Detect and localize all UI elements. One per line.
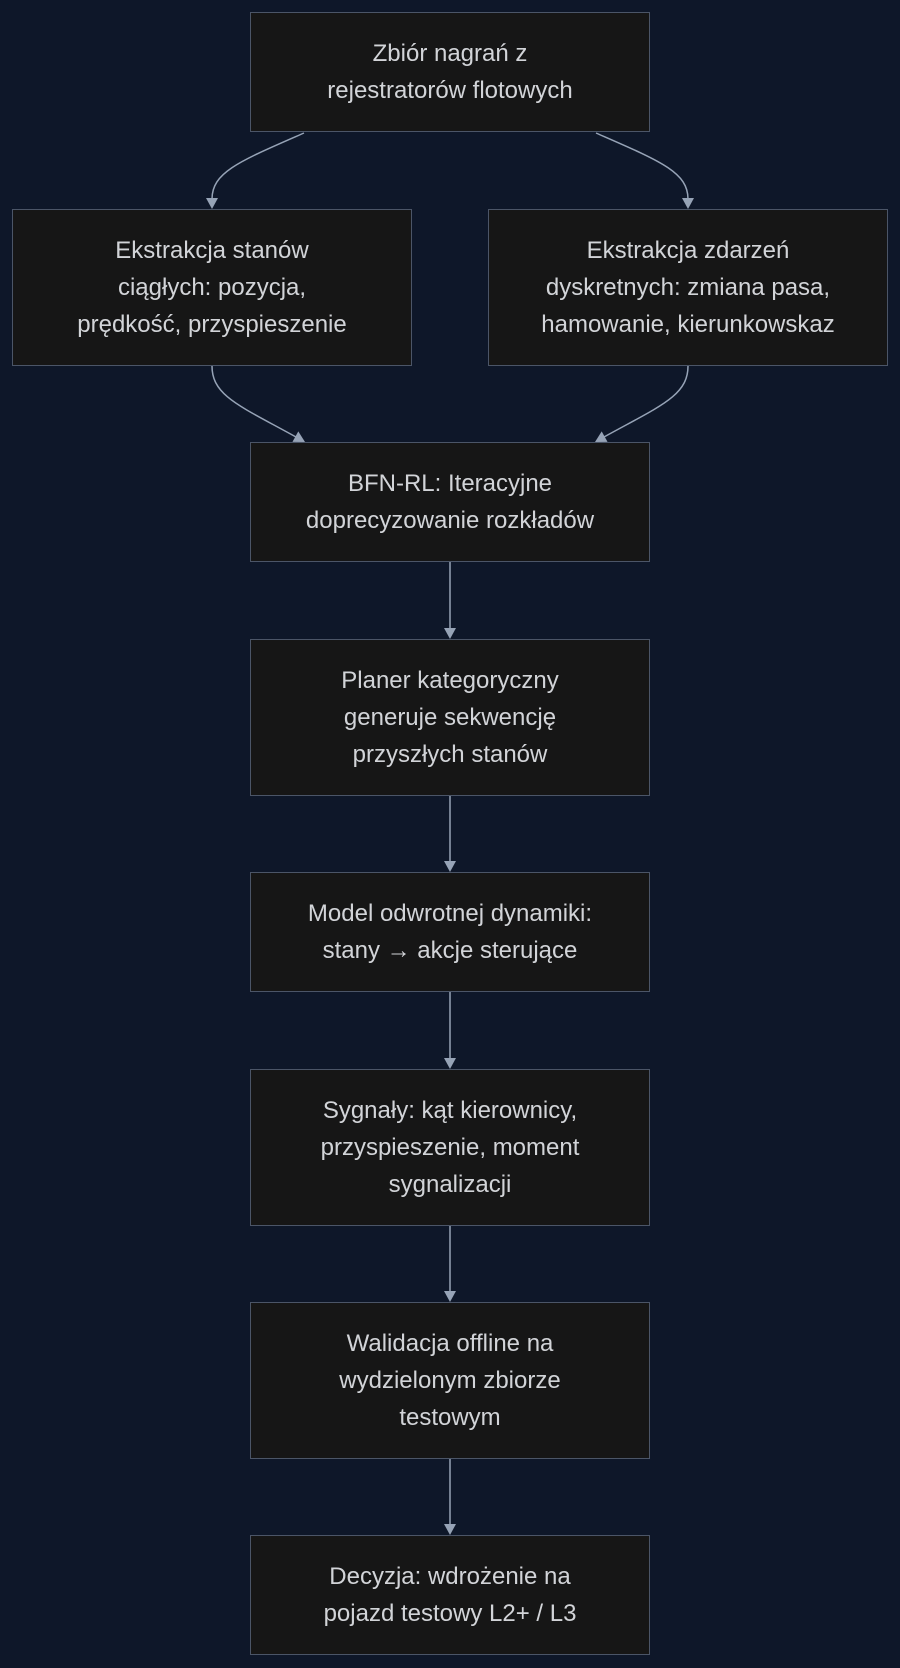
node-continuous-extraction-line-3: prędkość, przyspieszenie [77,311,347,338]
arrowhead-signals-to-validation [444,1291,456,1302]
node-inverse-dynamics: Model odwrotnej dynamiki: stany → akcje … [250,872,650,992]
arrowhead-source-to-continuous [206,198,218,209]
edge-continuous-to-bfn [211,365,297,438]
node-fleet-recordings-line-2: rejestratorów flotowych [327,77,573,104]
edge-source-to-continuous [211,132,305,200]
arrowhead-source-to-discrete [682,198,694,209]
node-categorical-planner-line-2: generuje sekwencję [343,704,557,731]
node-offline-validation-line-3: testowym [399,1404,501,1431]
node-discrete-extraction-line-1: Ekstrakcja zdarzeń [586,237,790,264]
arrowhead-continuous-to-bfn [292,431,305,442]
node-categorical-planner-line-3: przyszłych stanów [352,741,548,768]
node-bfn-rl: BFN-RL: Iteracyjne doprecyzowanie rozkła… [250,442,650,562]
node-continuous-extraction-line-1: Ekstrakcja stanów [115,237,309,264]
node-inverse-dynamics-line-2: stany → akcje sterujące [322,937,578,964]
node-control-signals-line-3: sygnalizacji [388,1171,512,1198]
node-bfn-rl-line-1: BFN-RL: Iteracyjne [347,470,553,497]
node-offline-validation: Walidacja offline na wydzielonym zbiorze… [250,1302,650,1459]
node-continuous-extraction: Ekstrakcja stanów ciągłych: pozycja, prę… [12,209,412,366]
node-inverse-dynamics-line-1: Model odwrotnej dynamiki: [307,900,593,927]
node-fleet-recordings: Zbiór nagrań z rejestratorów flotowych [250,12,650,132]
node-discrete-extraction-line-2: dyskretnych: zmiana pasa, [545,274,831,301]
node-control-signals-line-2: przyspieszenie, moment [320,1134,580,1161]
node-bfn-rl-line-2: doprecyzowanie rozkładów [305,507,595,534]
node-control-signals-line-1: Sygnały: kąt kierownicy, [322,1097,578,1124]
node-discrete-extraction: Ekstrakcja zdarzeń dyskretnych: zmiana p… [488,209,888,366]
node-fleet-recordings-line-1: Zbiór nagrań z [372,40,528,67]
arrowhead-validation-to-decision [444,1524,456,1535]
edge-discrete-to-bfn [603,365,689,438]
node-offline-validation-line-1: Walidacja offline na [346,1330,554,1357]
node-continuous-extraction-line-2: ciągłych: pozycja, [117,274,307,301]
node-offline-validation-line-2: wydzielonym zbiorze [339,1367,561,1394]
arrowhead-bfn-to-planner [444,628,456,639]
node-discrete-extraction-line-3: hamowanie, kierunkowskaz [541,311,835,338]
node-deployment-decision-line-1: Decyzja: wdrożenie na [329,1563,571,1590]
node-categorical-planner: Planer kategoryczny generuje sekwencję p… [250,639,650,796]
node-categorical-planner-line-1: Planer kategoryczny [341,667,559,694]
node-deployment-decision-line-2: pojazd testowy L2+ / L3 [323,1600,577,1627]
node-control-signals: Sygnały: kąt kierownicy, przyspieszenie,… [250,1069,650,1226]
arrowhead-discrete-to-bfn [595,431,608,442]
edge-source-to-discrete [595,132,689,200]
node-deployment-decision: Decyzja: wdrożenie na pojazd testowy L2+… [250,1535,650,1655]
arrowhead-planner-to-inverse [444,861,456,872]
arrowhead-inverse-to-signals [444,1058,456,1069]
